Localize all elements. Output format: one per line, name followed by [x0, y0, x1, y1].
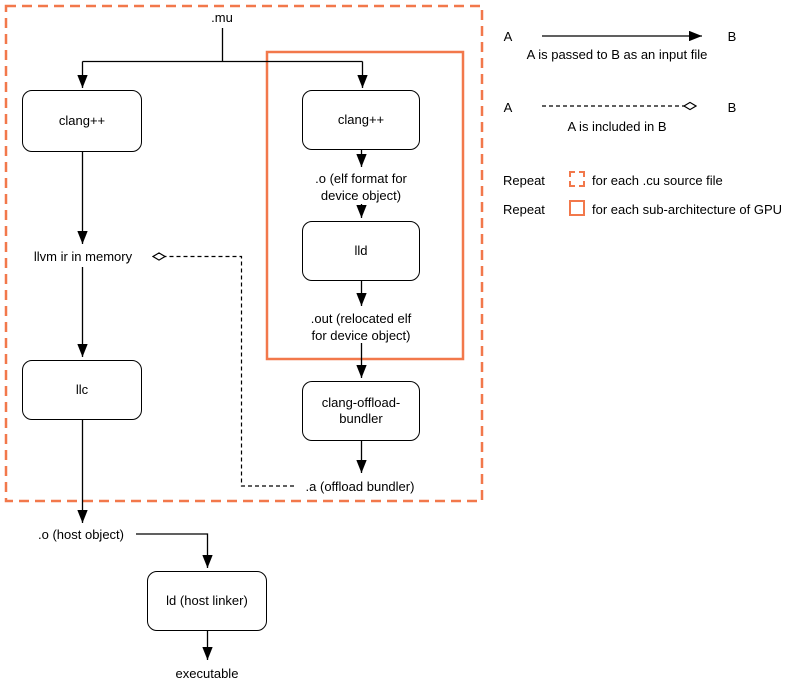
repeat-gpu-swatch-icon	[569, 200, 585, 216]
legend-included-to: B	[727, 100, 737, 115]
repeat-cu-caption: for each .cu source file	[592, 173, 723, 188]
node-clang-host: clang++	[22, 90, 142, 152]
device-object-label: .o (elf format for device object)	[315, 171, 407, 203]
executable-label: executable	[175, 666, 239, 681]
node-llc: llc	[22, 360, 142, 420]
legend-passed-from: A	[503, 29, 513, 44]
repeat-gpu-group-border	[265, 50, 465, 361]
node-clang-device: clang++	[302, 90, 420, 150]
legend-passed-to: B	[727, 29, 737, 44]
node-lld: lld	[302, 221, 420, 281]
relocated-elf-label: .out (relocated elf for device object)	[310, 311, 412, 343]
legend-included-from: A	[503, 100, 513, 115]
repeat-gpu-caption: for each sub-architecture of GPU	[592, 202, 783, 217]
repeat-gpu-label: Repeat	[503, 202, 545, 217]
legend-passed-caption: A is passed to B as an input file	[526, 47, 708, 62]
repeat-cu-swatch-icon	[569, 171, 585, 187]
host-object-label: .o (host object)	[38, 527, 124, 542]
offload-bundle-label: .a (offload bundler)	[305, 479, 415, 494]
mu-source-label: .mu	[211, 10, 233, 25]
repeat-cu-group-border	[4, 4, 484, 503]
connector-offload-bundle-included-in-llvm-ir	[151, 252, 294, 487]
node-ld-host-linker: ld (host linker)	[147, 571, 267, 631]
repeat-cu-label: Repeat	[503, 173, 545, 188]
llvm-ir-label: llvm ir in memory	[33, 249, 133, 264]
node-clang-offload-bundler: clang-offload- bundler	[302, 381, 420, 441]
connector-mu-branch	[82, 28, 363, 63]
legend-included-caption: A is included in B	[567, 119, 667, 134]
arrow-host-object-to-ld	[136, 533, 213, 568]
